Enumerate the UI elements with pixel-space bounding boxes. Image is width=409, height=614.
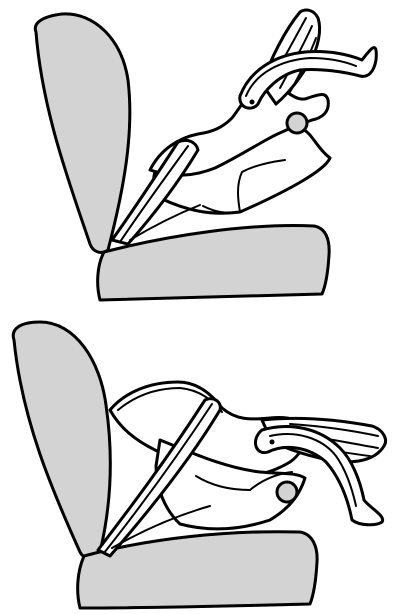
top-panel — [35, 10, 376, 300]
top-handle-pivot — [250, 100, 255, 105]
bottom-handle-pivot — [270, 440, 275, 445]
bottom-panel — [13, 322, 385, 608]
top-seat-back — [35, 14, 130, 253]
top-adjuster-knob — [287, 113, 307, 133]
bottom-adjuster-knob — [277, 482, 297, 502]
bottom-seat-back — [13, 322, 110, 558]
